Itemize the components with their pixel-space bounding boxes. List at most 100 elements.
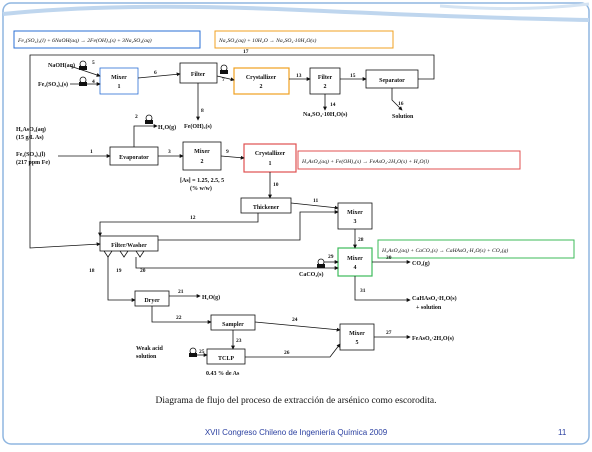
slide-footer: XVII Congreso Chileno de Ingeniería Quím… (204, 428, 388, 437)
label-cahaso4: CaHAsO₄·H₂O(s) (412, 295, 457, 302)
unit-number: 3 (354, 219, 357, 225)
label-weak-acid-solution: solution (136, 354, 157, 360)
stream-24: 24 (292, 317, 298, 323)
stream-20: 20 (140, 268, 146, 274)
label-h2o-dryer: H₂O(g) (202, 294, 220, 301)
unit-filter-1: Filter (179, 62, 218, 84)
stream-28: 28 (358, 237, 364, 243)
unit-label: Mixer (194, 149, 210, 155)
unit-label: Crystallizer (246, 75, 277, 81)
label-fe-conc: (217 ppm Fe) (16, 159, 50, 166)
stream-numbers: 5 4 6 7 13 15 16 14 17 8 1 3 2 9 10 11 1… (89, 49, 404, 356)
stream-lines (29, 54, 435, 358)
unit-number: 1 (269, 161, 272, 167)
stream-3: 3 (168, 149, 171, 155)
label-h2o-evap: H₂O(g) (158, 124, 176, 131)
stream-12: 12 (190, 215, 196, 221)
stream-23: 23 (236, 338, 242, 344)
label-feoh3: Fe(OH)₃(s) (184, 123, 212, 130)
stream-labels: NaOH(aq) Fe₂(SO₄)₃(s) H₃AsO₄(aq) (15 g/L… (16, 62, 457, 377)
unit-separator: Separator (365, 69, 419, 89)
unit-crystallizer-2: Crystallizer 2 (233, 67, 290, 95)
label-weak-acid: Weak acid (136, 346, 163, 352)
unit-evaporator: Evaporator (109, 146, 159, 166)
unit-dryer: Dryer (134, 290, 170, 307)
unit-number: 1 (118, 84, 121, 90)
unit-label: TCLP (218, 356, 234, 362)
unit-number: 2 (260, 84, 263, 90)
unit-label: Filter (191, 72, 206, 78)
unit-filter-2: Filter 2 (309, 67, 341, 95)
stream-5: 5 (92, 60, 95, 66)
unit-number: 2 (201, 159, 204, 165)
unit-label: Mixer (347, 256, 363, 262)
stream-19: 19 (116, 268, 122, 274)
equation-4: H₃AsO₄(aq) + CaCO₃(s) → CaHAsO₄·H₂O(s) +… (381, 247, 508, 254)
label-fe2so43-liquid: Fe₂(SO₄)₃(l) (16, 151, 45, 158)
label-solution: Solution (392, 114, 414, 120)
stream-8: 8 (201, 108, 204, 114)
stream-17: 17 (243, 49, 249, 55)
equation-box-3 (297, 150, 521, 170)
stream-14: 14 (330, 102, 336, 108)
label-fe2so43-solid: Fe₂(SO₄)₃(s) (38, 81, 68, 88)
unit-label: Separator (379, 78, 405, 84)
label-feaso4: FeAsO₄·2H₂O(s) (412, 335, 454, 342)
unit-mixer-4: Mixer 4 (337, 247, 373, 277)
label-caco3: CaCO₃(s) (299, 271, 323, 278)
unit-label: Mixer (349, 331, 365, 337)
label-h3aso4: H₃AsO₄(aq) (16, 126, 46, 133)
unit-filter-washer: Filter/Washer (99, 235, 159, 258)
unit-sampler: Sampler (210, 314, 256, 331)
stream-4: 4 (92, 79, 95, 85)
equation-box-4 (377, 239, 575, 259)
stream-10: 10 (273, 182, 279, 188)
stream-29: 29 (328, 254, 334, 260)
stream-9: 9 (226, 149, 229, 155)
stream-31: 31 (360, 288, 366, 294)
equation-1: Fe₂(SO₄)₃(l) + 6NaOH(aq) → 2Fe(OH)₃(s) +… (17, 37, 152, 44)
unit-thickener: Thickener (240, 197, 292, 214)
stream-27: 27 (386, 330, 392, 336)
unit-crystallizer-1: Crystallizer 1 (243, 143, 297, 173)
label-as-unit: (% w/w) (190, 185, 212, 192)
label-naoh: NaOH(aq) (48, 62, 75, 69)
stream-21: 21 (178, 289, 184, 295)
label-na2so4: Na₂SO₄·10H₂O(s) (303, 111, 347, 118)
stream-30: 30 (386, 255, 392, 261)
unit-mixer-3: Mixer 3 (337, 202, 373, 230)
unit-label: Filter (318, 75, 333, 81)
unit-mixer-5: Mixer 5 (339, 323, 375, 351)
label-as-concentration: [As] = 1.25, 2.5, 5 (180, 178, 224, 184)
figure-caption: Diagrama de flujo del proceso de extracc… (155, 396, 437, 406)
stream-13: 13 (296, 73, 302, 79)
stream-6: 6 (154, 70, 157, 76)
stream-26: 26 (284, 350, 290, 356)
unit-label: Crystallizer (255, 151, 286, 157)
stream-2: 2 (135, 114, 138, 120)
unit-label: Sampler (222, 322, 244, 328)
stream-1: 1 (90, 149, 93, 155)
label-as-tclp: 0.43 % de As (206, 371, 240, 377)
equation-box-1 (13, 30, 201, 49)
unit-number: 4 (354, 265, 357, 271)
stream-16: 16 (398, 101, 404, 107)
stream-25: 25 (199, 349, 205, 355)
unit-label: Evaporator (119, 155, 149, 161)
label-h3aso4-conc: (15 g/L As) (16, 134, 44, 141)
unit-number: 5 (356, 340, 359, 346)
stream-7: 7 (222, 77, 225, 83)
header-swoosh (2, 4, 590, 22)
label-plus-solution: + solution (416, 305, 442, 311)
stream-18: 18 (89, 268, 95, 274)
label-co2: CO₂(g) (412, 260, 430, 267)
page-number: 11 (558, 428, 567, 437)
stream-15: 15 (350, 73, 356, 79)
stream-11: 11 (313, 198, 318, 204)
equation-2: Na₂SO₄(aq) + 10H₂O → Na₂SO₄·10H₂O(s) (218, 37, 316, 44)
slide-frame (2, 2, 590, 445)
equation-3: H₃AsO₄(aq) + Fe(OH)₃(s) → FeAsO₄·2H₂O(s)… (301, 158, 429, 165)
stream-22: 22 (176, 315, 182, 321)
